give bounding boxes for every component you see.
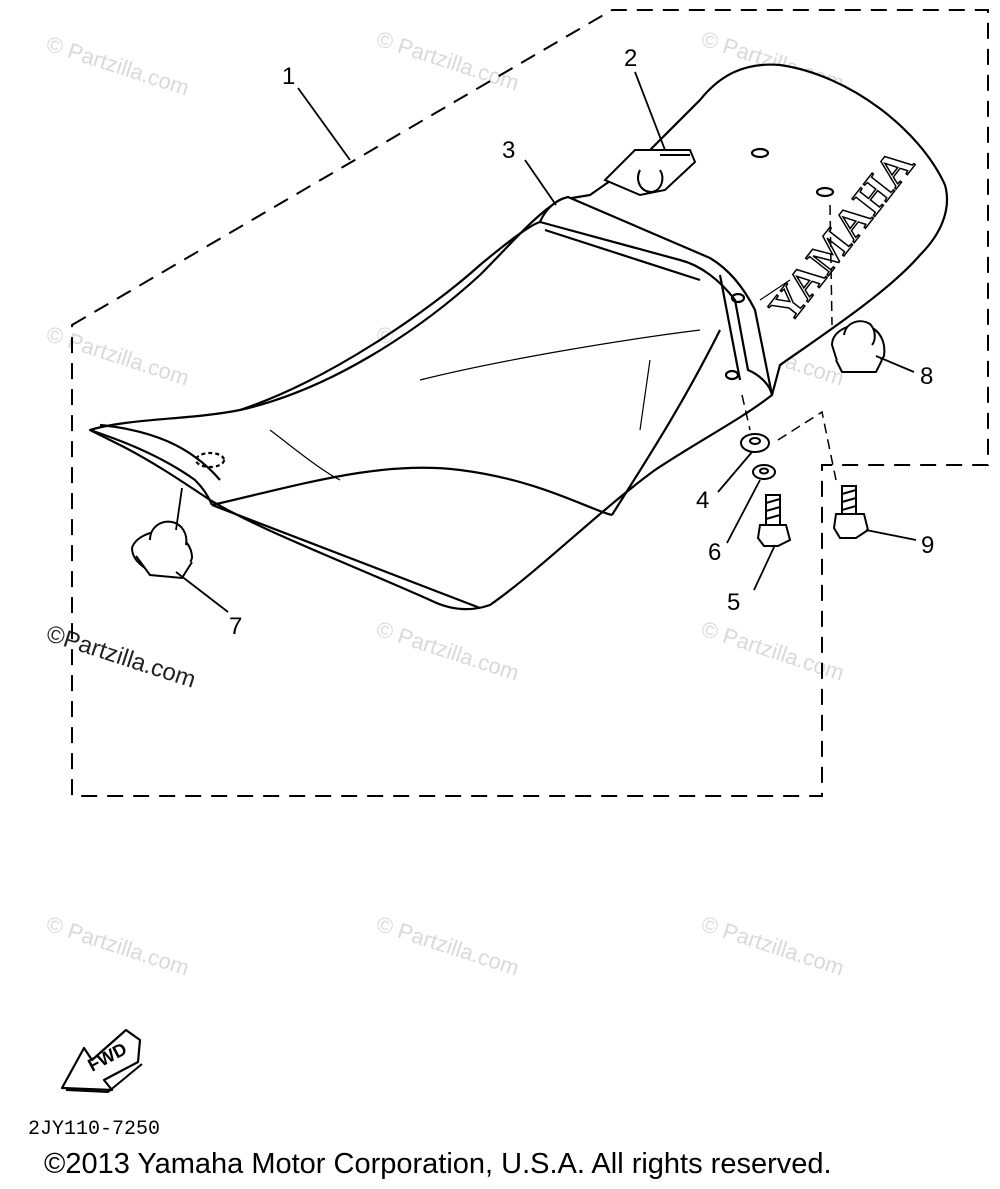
bolt-rear bbox=[832, 485, 870, 539]
rear-hole-a bbox=[750, 147, 770, 159]
crease-line-b bbox=[269, 429, 341, 481]
washer bbox=[740, 433, 770, 453]
seat-outline bbox=[88, 63, 949, 611]
callout-6: 6 bbox=[708, 539, 721, 566]
crease-line-a bbox=[419, 329, 701, 381]
rear-edge-line bbox=[759, 279, 791, 301]
seat-nose-inner bbox=[99, 423, 221, 481]
leader-5 bbox=[753, 544, 776, 591]
strap-side-line bbox=[718, 274, 742, 381]
seat-nose-edge bbox=[89, 428, 214, 506]
callout-8: 8 bbox=[920, 363, 933, 390]
svg-text:© Partzilla.com: © Partzilla.com bbox=[43, 321, 192, 391]
callout-9: 9 bbox=[921, 532, 934, 559]
lock-washer bbox=[752, 464, 776, 480]
leader-9 bbox=[865, 529, 917, 541]
seat-strap-band bbox=[538, 195, 774, 397]
drawing-code: 2JY110-7250 bbox=[28, 1118, 161, 1141]
front-damper bbox=[130, 520, 194, 580]
svg-text:© Partzilla.com: © Partzilla.com bbox=[373, 26, 522, 96]
leader-1 bbox=[297, 87, 351, 161]
leader-lines bbox=[175, 71, 917, 613]
cushion-panel bbox=[211, 466, 613, 517]
seat-hook bbox=[603, 149, 697, 197]
leader-7 bbox=[175, 571, 229, 613]
callout-1: 1 bbox=[282, 63, 295, 90]
copyright-notice: ©2013 Yamaha Motor Corporation, U.S.A. A… bbox=[44, 1148, 832, 1180]
leader-7b bbox=[175, 487, 183, 531]
svg-text:© Partzilla.com: © Partzilla.com bbox=[373, 616, 522, 686]
seat-assembly bbox=[88, 63, 949, 611]
front-mount-hole bbox=[194, 451, 226, 469]
bolt bbox=[756, 494, 792, 547]
svg-text:© Partzilla.com: © Partzilla.com bbox=[43, 911, 192, 981]
rear-damper bbox=[830, 320, 886, 373]
rear-hole-b bbox=[815, 186, 835, 198]
leader-8 bbox=[875, 355, 915, 373]
callout-2: 2 bbox=[624, 45, 637, 72]
leader-2 bbox=[634, 71, 666, 151]
callout-numbers: 1 2 3 4 5 6 7 8 9 bbox=[229, 45, 934, 640]
watermark-prominent: ©Partzilla.com bbox=[43, 620, 199, 694]
leader-4 bbox=[717, 451, 753, 493]
callout-5: 5 bbox=[727, 589, 740, 616]
svg-text:© Partzilla.com: © Partzilla.com bbox=[698, 616, 847, 686]
callout-3: 3 bbox=[502, 137, 515, 164]
callout-4: 4 bbox=[696, 487, 709, 514]
strap-hole-upper bbox=[730, 292, 746, 304]
seat-base-line bbox=[211, 503, 481, 610]
callout-7: 7 bbox=[229, 613, 242, 640]
leader-6 bbox=[726, 479, 761, 544]
crease-line-c bbox=[639, 359, 651, 431]
svg-text:© Partzilla.com: © Partzilla.com bbox=[373, 911, 522, 981]
fastener-centerlines bbox=[741, 204, 837, 481]
strap-hole-lower bbox=[724, 369, 740, 381]
leader-3 bbox=[524, 159, 557, 206]
svg-text:© Partzilla.com: © Partzilla.com bbox=[43, 31, 192, 101]
seat-side-panel bbox=[611, 329, 721, 516]
cushion-top-edge bbox=[239, 220, 541, 412]
strap-inner-line bbox=[544, 228, 701, 282]
svg-text:© Partzilla.com: © Partzilla.com bbox=[698, 911, 847, 981]
assembly-boundary bbox=[71, 9, 989, 797]
fwd-arrow: FWD bbox=[60, 1028, 143, 1094]
